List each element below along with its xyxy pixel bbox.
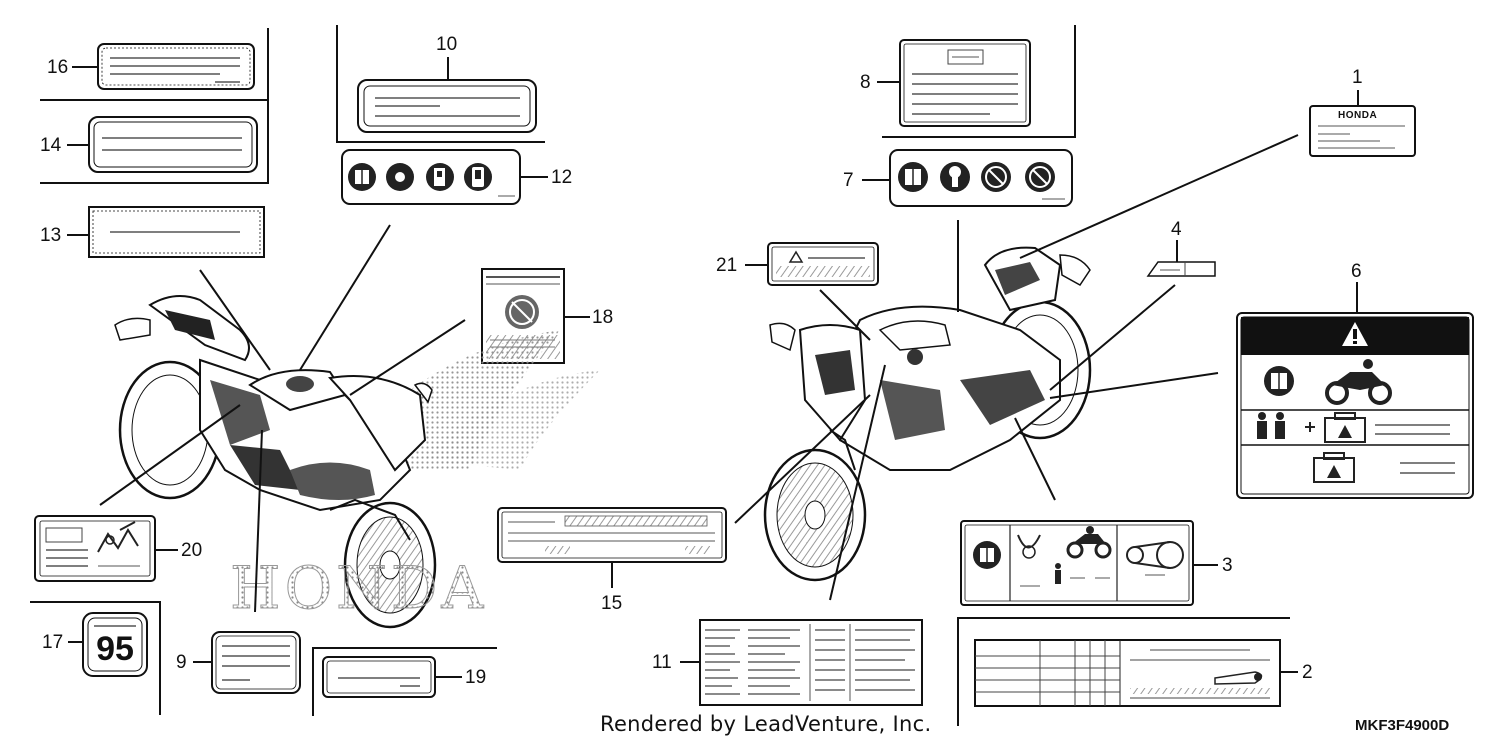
callout-19: 19: [465, 667, 487, 688]
label-12-pictograms: [341, 149, 521, 205]
label-3: [960, 520, 1194, 606]
label-7-pictograms: [889, 149, 1073, 207]
label-21: [767, 242, 879, 286]
label-10: [357, 79, 537, 133]
chain-icon: [1126, 541, 1184, 569]
callout-9: 9: [176, 652, 187, 673]
callout-13: 13: [40, 225, 62, 246]
callout-2: 2: [1302, 662, 1313, 683]
motorcycle-icon: [1325, 359, 1392, 405]
callout-12: 12: [551, 167, 573, 188]
manual-icon: [898, 162, 928, 192]
label-1-brand: [1309, 105, 1416, 157]
label-2: [974, 639, 1281, 707]
manual-icon: [348, 163, 376, 191]
label-8: [899, 39, 1031, 127]
label-19: [322, 656, 436, 698]
callout-11: 11: [652, 652, 672, 673]
no-tamper-icon: [981, 162, 1011, 192]
callout-4: 4: [1171, 219, 1182, 240]
label-6-warning: [1236, 312, 1474, 499]
label-20: [34, 515, 156, 582]
callout-10: 10: [436, 34, 458, 55]
fuel-icon: [426, 163, 454, 191]
label-9: [211, 631, 301, 694]
motorcycle-right: [763, 246, 1092, 582]
callout-8: 8: [860, 72, 871, 93]
plus-icon: [1305, 422, 1315, 432]
label-4: [1146, 261, 1216, 277]
motorcycle-left: HONDA: [114, 295, 600, 629]
wrench-icon: [940, 162, 970, 192]
luggage-icon-2: [1313, 452, 1355, 483]
label-13: [88, 206, 265, 258]
callout-20: 20: [181, 540, 203, 561]
part-code: MKF3F4900D: [1355, 717, 1450, 734]
label-11: [699, 619, 923, 706]
warning-icon: [788, 250, 804, 263]
callout-21: 21: [716, 255, 738, 276]
manual-icon: [1264, 366, 1294, 396]
motorcycle-icon: [1066, 526, 1112, 559]
callout-15: 15: [601, 593, 623, 614]
manual-icon: [973, 541, 1001, 569]
label-17: [82, 612, 148, 677]
luggage-icon: [1324, 412, 1366, 443]
passengers-icon: [1257, 412, 1285, 439]
callout-17: 17: [42, 632, 64, 653]
phone-icon: [464, 163, 492, 191]
label-17-number: 95: [96, 630, 134, 668]
chain-slack-icon: [1017, 534, 1041, 549]
callout-16: 16: [47, 57, 69, 78]
callout-3: 3: [1222, 555, 1233, 576]
label-16: [97, 43, 255, 90]
footer-credit: Rendered by LeadVenture, Inc.: [600, 712, 932, 736]
callout-14: 14: [40, 135, 62, 156]
honda-wing-lettering: HONDA: [230, 554, 487, 622]
callout-18: 18: [592, 307, 614, 328]
no-smoking-icon: [1025, 162, 1055, 192]
section-dividers: [30, 25, 1290, 726]
leader-lines: [67, 57, 1359, 678]
helmet-icon: [386, 163, 414, 191]
callout-1: 1: [1352, 67, 1363, 88]
callout-7: 7: [843, 170, 854, 191]
callout-6: 6: [1351, 261, 1362, 282]
label-1-brand-text: HONDA: [1338, 110, 1378, 121]
rider-icon: [1055, 563, 1061, 584]
label-15: [497, 507, 727, 563]
label-14: [88, 116, 258, 173]
